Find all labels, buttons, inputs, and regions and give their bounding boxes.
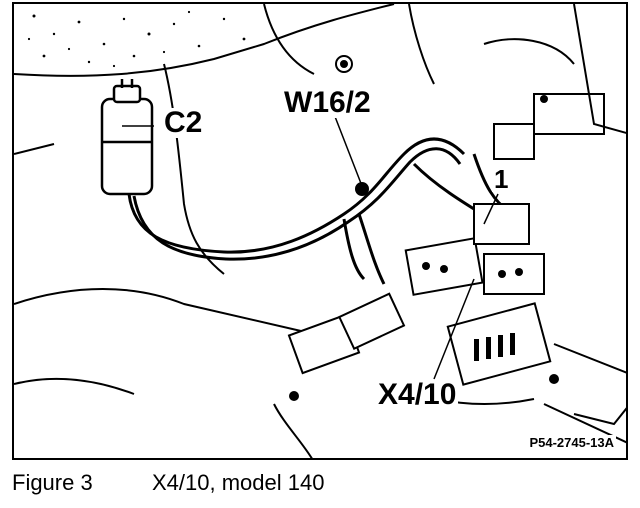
- caption-text: X4/10, model 140: [152, 470, 325, 495]
- bulkhead-lines: [393, 4, 626, 444]
- capacitor-c2: [100, 79, 154, 196]
- label-w16-2: W16/2: [282, 86, 373, 119]
- label-c2: C2: [162, 106, 205, 139]
- leader-lines: [122, 113, 499, 380]
- figure-caption: Figure 3 X4/10, model 140: [12, 470, 324, 496]
- figure-number: Figure 3: [12, 470, 93, 495]
- label-x4-10: X4/10: [376, 378, 459, 411]
- speckle-texture: [27, 10, 246, 68]
- ground-stud-w16-2: [335, 55, 369, 196]
- body-panel: [14, 4, 435, 275]
- fender-outline: [14, 288, 315, 458]
- reference-code: P54-2745-13A: [527, 435, 616, 450]
- connector-assembly: [287, 93, 605, 386]
- label-1: 1: [492, 164, 511, 194]
- engine-bay-illustration: [14, 4, 626, 458]
- diagram-frame: C2 W16/2 1 X4/10 P54-2745-13A: [12, 2, 628, 460]
- connector-pins: [289, 95, 559, 401]
